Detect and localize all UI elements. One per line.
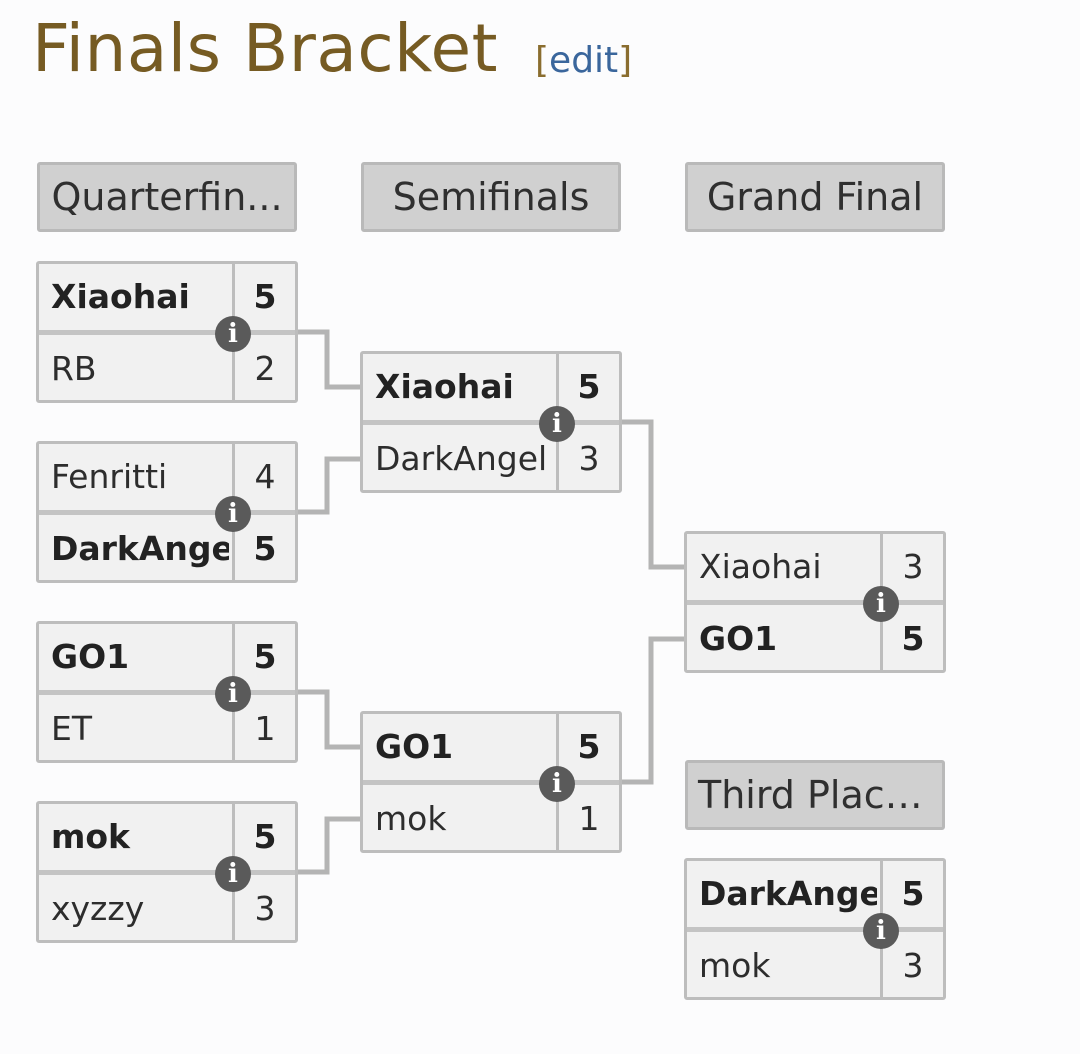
match-row: GO1 5 <box>39 624 295 692</box>
player-score: 5 <box>577 367 601 406</box>
player-score: 4 <box>254 457 276 496</box>
row-separator <box>363 420 619 425</box>
match-row: GO1 5 <box>363 714 619 782</box>
connector-qf3-sf2 <box>298 689 362 750</box>
player-name[interactable]: Fenritti <box>51 457 168 496</box>
match-row: Xiaohai 3 <box>687 534 943 602</box>
player-name[interactable]: GO1 <box>375 727 454 766</box>
match-row: mok 1 <box>363 786 619 854</box>
connector-sf1-gf <box>622 419 686 570</box>
match-row: xyzzy 3 <box>39 876 295 944</box>
player-score: 5 <box>577 727 601 766</box>
row-separator <box>39 690 295 695</box>
player-score: 1 <box>578 799 600 838</box>
row-separator <box>39 870 295 875</box>
match-qf3: GO1 5 ET 1 i <box>36 621 298 763</box>
match-row: ET 1 <box>39 696 295 764</box>
match-row: mok 5 <box>39 804 295 872</box>
player-name[interactable]: RB <box>51 349 97 388</box>
page-title: Finals Bracket <box>32 10 498 87</box>
player-score: 5 <box>253 529 277 568</box>
player-name[interactable]: ET <box>51 709 93 748</box>
row-separator <box>39 330 295 335</box>
match-info-icon[interactable]: i <box>863 586 899 622</box>
connector-qf2-sf1 <box>298 456 362 515</box>
player-name[interactable]: DarkAngel <box>51 529 229 568</box>
player-name[interactable]: mok <box>51 817 131 856</box>
match-qf2: Fenritti 4 DarkAngel 5 i <box>36 441 298 583</box>
match-qf1: Xiaohai 5 RB 2 i <box>36 261 298 403</box>
connector-qf1-sf1 <box>298 329 362 390</box>
connector-qf4-sf2 <box>298 816 362 875</box>
header-semifinals: Semifinals <box>361 162 621 232</box>
match-row: RB 2 <box>39 336 295 404</box>
match-info-icon[interactable]: i <box>215 496 251 532</box>
player-name[interactable]: Xiaohai <box>699 547 822 586</box>
match-row: Xiaohai 5 <box>363 354 619 422</box>
player-name[interactable]: Xiaohai <box>51 277 190 316</box>
match-row: Xiaohai 5 <box>39 264 295 332</box>
player-score: 3 <box>902 547 924 586</box>
row-separator <box>687 600 943 605</box>
player-name[interactable]: xyzzy <box>51 889 145 928</box>
match-qf4: mok 5 xyzzy 3 i <box>36 801 298 943</box>
player-name[interactable]: GO1 <box>51 637 130 676</box>
row-separator <box>363 780 619 785</box>
player-score: 3 <box>578 439 600 478</box>
match-row: DarkAngel 5 <box>39 516 295 584</box>
player-name[interactable]: DarkAngel <box>699 874 877 913</box>
player-name[interactable]: mok <box>699 946 771 985</box>
player-name[interactable]: Xiaohai <box>375 367 514 406</box>
match-info-icon[interactable]: i <box>215 316 251 352</box>
match-row: DarkAngel 3 <box>363 426 619 494</box>
match-info-icon[interactable]: i <box>539 766 575 802</box>
player-score: 1 <box>254 709 276 748</box>
match-info-icon[interactable]: i <box>215 856 251 892</box>
player-name[interactable]: DarkAngel <box>375 439 548 478</box>
player-score: 2 <box>254 349 276 388</box>
header-third-place: Third Place... <box>685 760 945 830</box>
match-row: mok 3 <box>687 933 943 1001</box>
player-score: 3 <box>254 889 276 928</box>
header-quarterfinals: Quarterfin... <box>37 162 297 232</box>
edit-link-wrapper: [edit] <box>535 40 632 81</box>
player-score: 5 <box>901 619 925 658</box>
connector-sf2-gf <box>622 636 686 785</box>
match-info-icon[interactable]: i <box>215 676 251 712</box>
player-name[interactable]: GO1 <box>699 619 778 658</box>
match-grand-final: Xiaohai 3 GO1 5 i <box>684 531 946 673</box>
row-separator <box>39 510 295 515</box>
player-score: 5 <box>253 817 277 856</box>
match-info-icon[interactable]: i <box>539 406 575 442</box>
edit-bracket-close: ] <box>618 40 633 81</box>
match-sf1: Xiaohai 5 DarkAngel 3 i <box>360 351 622 493</box>
row-separator <box>687 927 943 932</box>
player-score: 5 <box>901 874 925 913</box>
header-grand-final: Grand Final <box>685 162 945 232</box>
player-score: 5 <box>253 637 277 676</box>
edit-link[interactable]: edit <box>549 40 619 81</box>
match-third-place: DarkAngel 5 mok 3 i <box>684 858 946 1000</box>
match-row: Fenritti 4 <box>39 444 295 512</box>
match-row: GO1 5 <box>687 606 943 674</box>
match-info-icon[interactable]: i <box>863 913 899 949</box>
player-name[interactable]: mok <box>375 799 447 838</box>
match-row: DarkAngel 5 <box>687 861 943 929</box>
match-sf2: GO1 5 mok 1 i <box>360 711 622 853</box>
player-score: 3 <box>902 946 924 985</box>
edit-bracket-open: [ <box>535 40 550 81</box>
player-score: 5 <box>253 277 277 316</box>
